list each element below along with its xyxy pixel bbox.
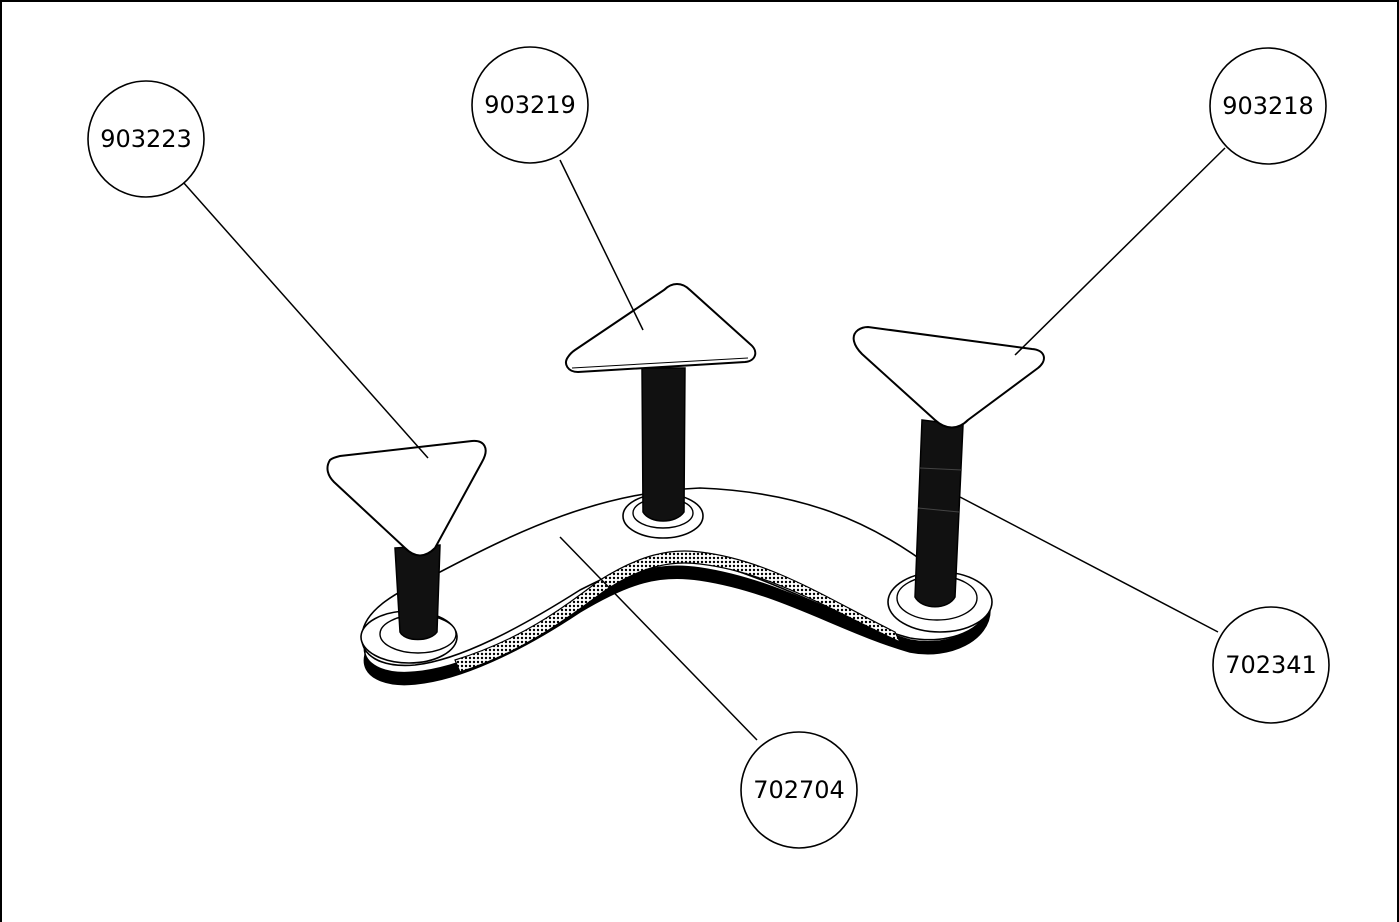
callout-label: 903223: [100, 125, 192, 153]
leader-903219: [559, 159, 644, 331]
callout-label: 702704: [753, 776, 845, 804]
callout-label: 702341: [1225, 651, 1317, 679]
callout-702704: 702704: [740, 731, 858, 849]
callout-702341: 702341: [1212, 606, 1330, 724]
seat-right: [852, 325, 1045, 429]
seat-left: [326, 439, 487, 557]
leader-903218: [1014, 147, 1226, 356]
seat-center: [565, 283, 757, 374]
post-center: [641, 367, 686, 522]
callout-label: 903219: [484, 91, 576, 119]
callout-903218: 903218: [1209, 47, 1327, 165]
leader-702704: [559, 536, 758, 741]
leader-903223: [182, 181, 429, 459]
callout-903223: 903223: [87, 80, 205, 198]
leader-702341: [959, 496, 1219, 633]
post-left: [394, 544, 441, 641]
callout-label: 903218: [1222, 92, 1314, 120]
leader-lines: [182, 147, 1226, 741]
callout-903219: 903219: [471, 46, 589, 164]
post-right: [914, 419, 964, 608]
